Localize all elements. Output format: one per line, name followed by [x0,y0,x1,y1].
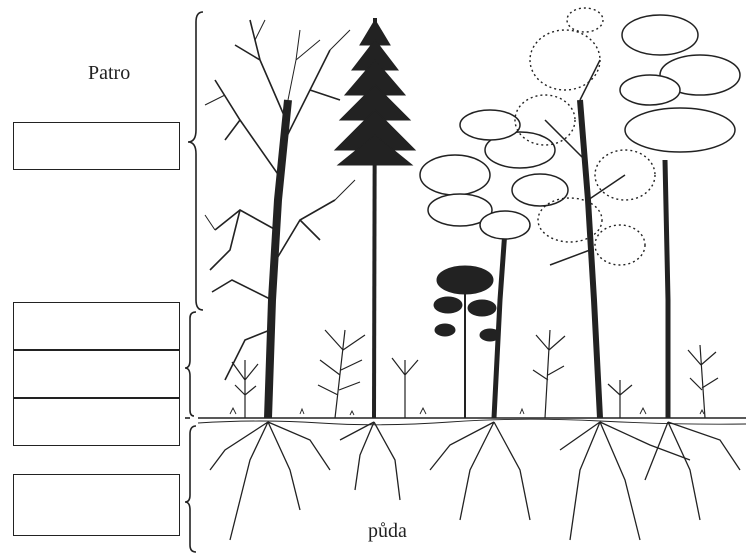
birch-tree [515,8,655,418]
layer-brackets [185,12,203,552]
bracket-canopy [188,12,203,310]
tree-trunk [580,100,600,418]
deciduous-tree [205,20,355,418]
ground-line [198,408,746,425]
spruce-tree [335,18,415,418]
tree-trunk [268,100,288,418]
herb-plants [232,330,718,418]
tree-trunk [494,230,505,418]
dark-shrub [434,266,500,418]
tree-trunk [665,160,668,418]
bracket-root [185,426,196,552]
pine-tree [620,15,740,418]
root-system [210,422,740,540]
broadleaf-tree [420,110,568,418]
bracket-shrub [185,312,196,416]
